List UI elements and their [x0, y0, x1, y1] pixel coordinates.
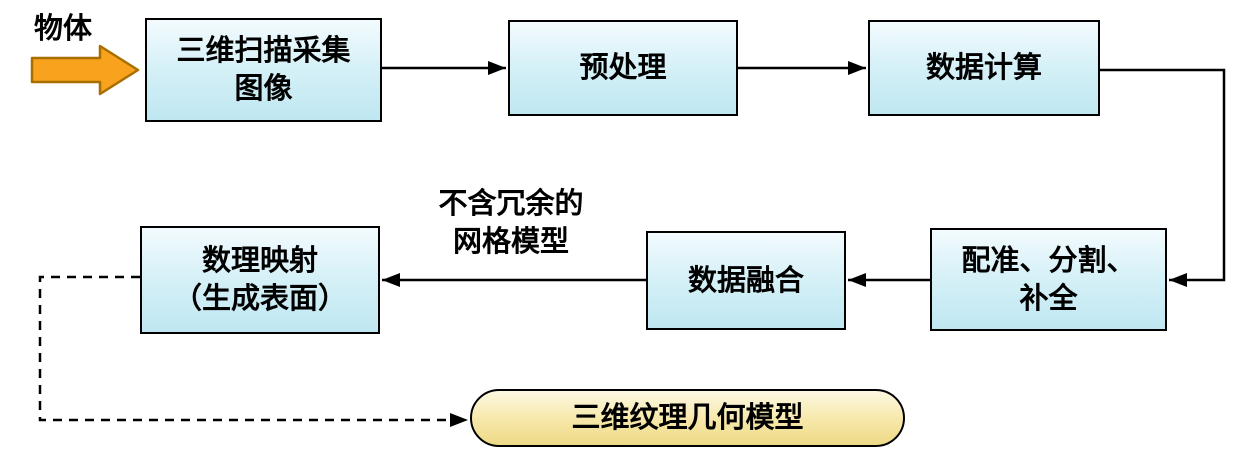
node-data-fusion: 数据融合 [646, 231, 846, 330]
node-result-3d-texture-model: 三维纹理几何模型 [470, 389, 905, 447]
arrow-compute-to-register [1100, 68, 1226, 287]
input-object-label: 物体 [34, 11, 93, 45]
arrow-mapping-to-result-dashed [38, 275, 468, 427]
node-preprocess: 预处理 [508, 20, 738, 116]
node-register-segment-complete: 配准、分割、 补全 [930, 228, 1167, 331]
node-scan-capture: 三维扫描采集 图像 [145, 18, 382, 122]
input-arrow-icon [30, 44, 140, 96]
mesh-model-note: 不含冗余的 网格模型 [438, 186, 584, 258]
node-data-compute: 数据计算 [868, 20, 1100, 116]
node-math-mapping: 数理映射 （生成表面） [140, 226, 380, 334]
